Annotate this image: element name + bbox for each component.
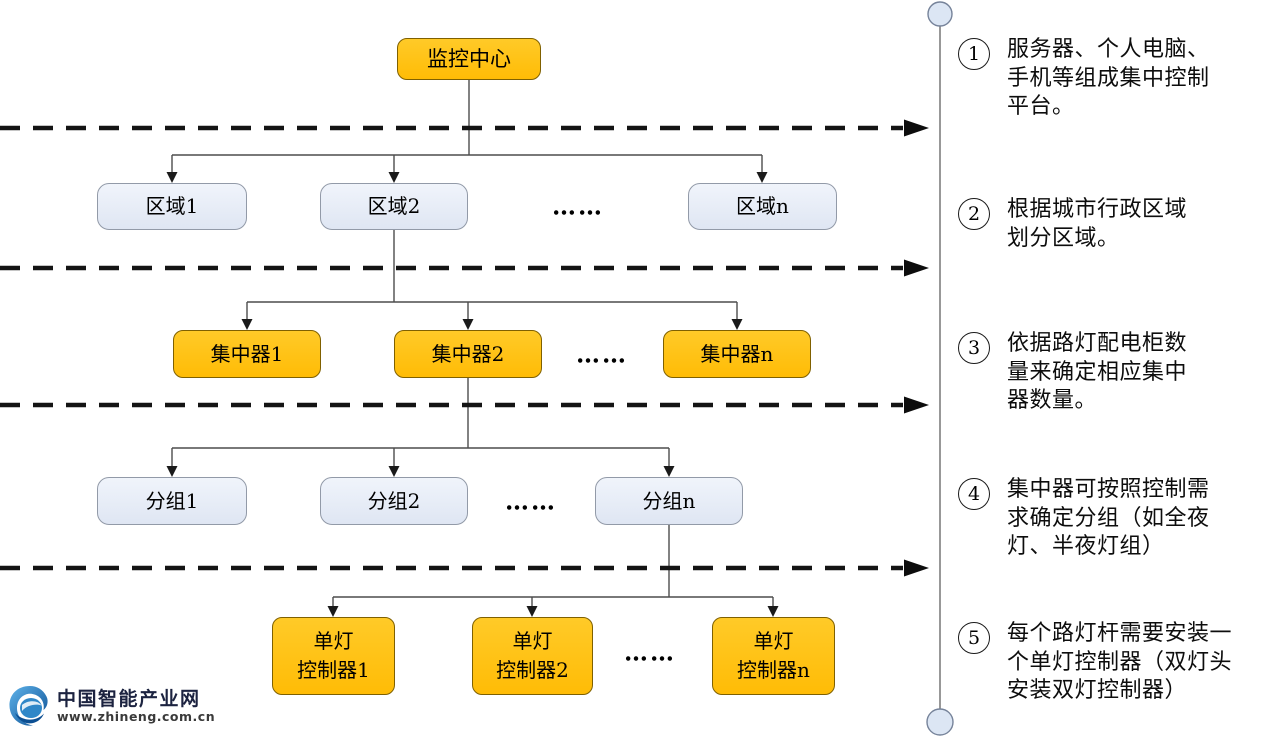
- annotation-text: 服务器、个人电脑、手机等组成集中控制平台。: [1007, 36, 1210, 122]
- annotation-2: 2 根据城市行政区域划分区域。: [958, 196, 1187, 253]
- node-label-line: 单灯: [512, 629, 553, 653]
- annotation-line: 集中器可按照控制需: [1007, 477, 1210, 502]
- arrow-down-icon: [166, 172, 779, 617]
- node-lamp-controller-n: 单灯 控制器n: [712, 617, 835, 695]
- ellipsis-dots: ……: [576, 339, 628, 369]
- annotation-line: 手机等组成集中控制: [1007, 65, 1210, 91]
- annotation-line: 求确定分组（如全夜: [1007, 505, 1210, 531]
- annotation-number: 4: [958, 478, 990, 510]
- annotation-line: 器数量。: [1007, 388, 1098, 413]
- logo-globe-icon: [9, 686, 48, 726]
- arrow-right-icon: [904, 119, 929, 577]
- logo-url: www.zhineng.com.cn: [57, 709, 216, 724]
- node-label-line: 控制器n: [737, 658, 810, 682]
- node-area-1: 区域1: [97, 183, 247, 230]
- ellipsis-dots: ……: [505, 486, 557, 516]
- annotation-line: 服务器、个人电脑、: [1007, 37, 1210, 62]
- node-label-line: 单灯: [753, 629, 794, 653]
- annotation-4: 4 集中器可按照控制需求确定分组（如全夜灯、半夜灯组）: [958, 476, 1210, 562]
- annotation-text: 每个路灯杆需要安装一个单灯控制器（双灯头安装双灯控制器）: [1007, 620, 1232, 706]
- node-label-line: 单灯: [313, 629, 354, 653]
- node-group-2: 分组2: [320, 477, 468, 525]
- annotation-text: 根据城市行政区域划分区域。: [1007, 196, 1187, 253]
- node-lamp-controller-1: 单灯 控制器1: [272, 617, 395, 695]
- timeline-rail: [926, 1, 954, 736]
- node-concentrator-1: 集中器1: [173, 330, 321, 378]
- ellipsis-dots: ……: [624, 637, 676, 667]
- annotation-line: 依据路灯配电柜数: [1007, 331, 1188, 356]
- annotation-line: 个单灯控制器（双灯头: [1007, 649, 1233, 675]
- logo-title: 中国智能产业网: [57, 688, 201, 710]
- annotation-number: 3: [958, 332, 990, 364]
- ellipsis-dots: ……: [552, 191, 604, 221]
- annotation-3: 3 依据路灯配电柜数量来确定相应集中器数量。: [958, 330, 1187, 416]
- annotation-line: 平台。: [1007, 94, 1075, 119]
- annotation-number: 5: [958, 622, 990, 654]
- annotation-line: 安装双灯控制器）: [1007, 678, 1188, 703]
- annotation-line: 量来确定相应集中: [1007, 359, 1188, 385]
- annotation-number: 2: [958, 198, 990, 230]
- node-lamp-controller-2: 单灯 控制器2: [472, 617, 593, 695]
- annotation-line: 每个路灯杆需要安装一: [1007, 621, 1233, 646]
- node-group-1: 分组1: [97, 477, 247, 525]
- node-monitoring-center: 监控中心: [397, 38, 541, 80]
- annotation-line: 划分区域。: [1007, 225, 1120, 251]
- annotation-1: 1 服务器、个人电脑、手机等组成集中控制平台。: [958, 36, 1210, 122]
- dashed-separator-line: [0, 125, 903, 571]
- node-group-n: 分组n: [595, 477, 743, 525]
- node-concentrator-n: 集中器n: [663, 330, 811, 378]
- annotation-line: 根据城市行政区域: [1007, 197, 1188, 222]
- node-area-n: 区域n: [688, 183, 837, 230]
- node-label-line: 控制器2: [496, 658, 569, 682]
- annotation-5: 5 每个路灯杆需要安装一个单灯控制器（双灯头安装双灯控制器）: [958, 620, 1232, 706]
- annotation-text: 集中器可按照控制需求确定分组（如全夜灯、半夜灯组）: [1007, 476, 1210, 562]
- node-label-line: 控制器1: [297, 658, 370, 682]
- annotation-number: 1: [958, 38, 990, 70]
- annotation-line: 灯、半夜灯组）: [1007, 534, 1165, 559]
- annotation-text: 依据路灯配电柜数量来确定相应集中器数量。: [1007, 330, 1187, 416]
- site-logo: 中国智能产业网 www.zhineng.com.cn: [8, 684, 215, 728]
- node-concentrator-2: 集中器2: [394, 330, 542, 378]
- node-area-2: 区域2: [320, 183, 468, 230]
